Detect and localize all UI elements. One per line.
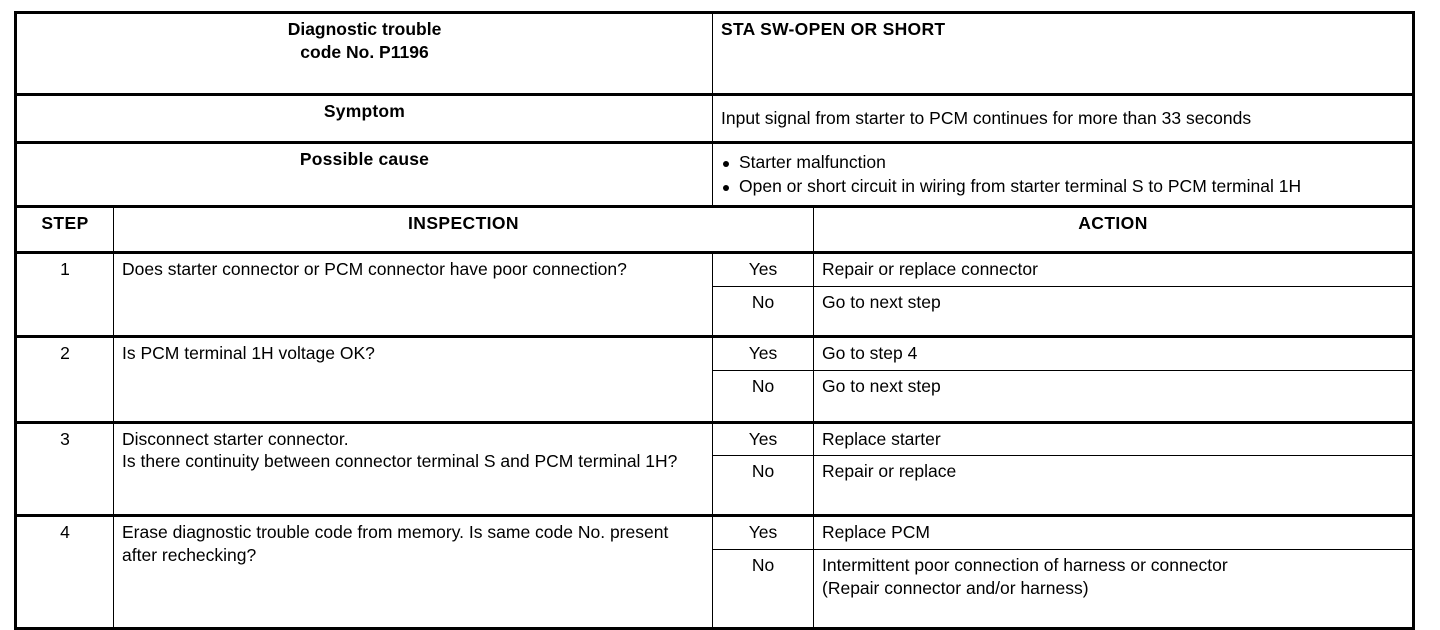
step-answer: Yes	[712, 334, 814, 371]
step-inspection: Erase diagnostic trouble code from memor…	[113, 514, 713, 630]
step-answer: Yes	[712, 252, 814, 287]
step-number: 2	[14, 334, 114, 423]
dtc-code-line-2: code No. P1196	[300, 41, 429, 62]
step-action: Go to next step	[813, 369, 1415, 423]
step-inspection-line-2: Is there continuity between connector te…	[122, 451, 678, 472]
table-row: 4 Erase diagnostic trouble code from mem…	[14, 514, 1415, 630]
step-action: Replace PCM	[813, 514, 1415, 550]
step-action: Repair or replace connector	[813, 252, 1415, 287]
column-header-action: ACTION	[813, 206, 1415, 254]
step-answer: No	[712, 369, 814, 423]
step-inspection: Is PCM terminal 1H voltage OK?	[113, 334, 713, 423]
possible-cause-label: Possible cause	[14, 142, 713, 208]
table-row: No Go to next step	[16, 285, 1415, 337]
step-answer: No	[712, 549, 814, 630]
step-number: 1	[14, 252, 114, 337]
table-row: No Intermittent poor connection of harne…	[16, 549, 1415, 630]
step-answer: Yes	[712, 420, 814, 457]
list-item: Starter malfunction	[721, 151, 1404, 175]
step-number: 3	[14, 420, 114, 517]
step-answer: Yes	[712, 514, 814, 550]
step-action: Repair or replace	[813, 455, 1415, 517]
column-header-inspection: INSPECTION	[113, 206, 814, 254]
table-row: 1 Does starter connector or PCM connecto…	[14, 252, 1415, 337]
symptom-text: Input signal from starter to PCM continu…	[712, 94, 1415, 144]
table-row: No Go to next step	[16, 369, 1415, 423]
possible-cause-list: Starter malfunction Open or short circui…	[721, 151, 1404, 198]
symptom-row: Symptom Input signal from starter to PCM…	[14, 94, 1415, 144]
step-action: Go to step 4	[813, 334, 1415, 371]
list-item: Open or short circuit in wiring from sta…	[721, 175, 1404, 199]
column-header-row: STEP INSPECTION ACTION	[14, 206, 1415, 254]
table-row: 2 Is PCM terminal 1H voltage OK? Yes Go …	[14, 334, 1415, 423]
step-action: Go to next step	[813, 285, 1415, 337]
step-number: 4	[14, 514, 114, 630]
step-inspection: Does starter connector or PCM connector …	[113, 252, 713, 337]
symptom-label: Symptom	[14, 94, 713, 144]
step-answer: No	[712, 285, 814, 337]
possible-cause-row: Possible cause Starter malfunction Open …	[14, 142, 1415, 208]
dtc-code-line-1: Diagnostic trouble	[287, 19, 442, 39]
step-answer: No	[712, 455, 814, 517]
dtc-title: STA SW-OPEN OR SHORT	[712, 11, 1415, 96]
dtc-header-row: Diagnostic trouble code No. P1196 STA SW…	[14, 11, 1415, 96]
table-row: 3 Disconnect starter connector. Is there…	[14, 420, 1415, 517]
step-inspection: Disconnect starter connector. Is there c…	[113, 420, 713, 517]
step-action: Replace starter	[813, 420, 1415, 457]
column-header-step: STEP	[14, 206, 114, 254]
possible-cause-list-cell: Starter malfunction Open or short circui…	[712, 142, 1415, 208]
dtc-table: Diagnostic trouble code No. P1196 STA SW…	[14, 11, 1415, 630]
step-inspection-line-1: Disconnect starter connector.	[122, 428, 349, 449]
table-row: No Repair or replace	[16, 455, 1415, 517]
dtc-code-label: Diagnostic trouble code No. P1196	[14, 11, 713, 96]
step-action: Intermittent poor connection of harness …	[813, 549, 1415, 630]
